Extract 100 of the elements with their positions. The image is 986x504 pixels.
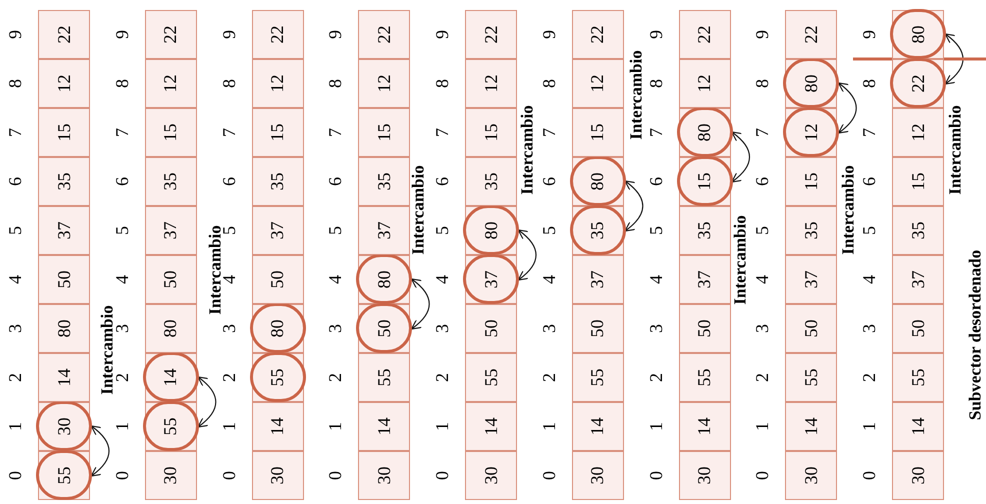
array-cell xyxy=(465,451,517,500)
index-label: 0 xyxy=(860,471,878,480)
cell-value: 15 xyxy=(52,124,74,142)
cell-value: 37 xyxy=(159,222,182,240)
index-label: 3 xyxy=(753,324,772,333)
array-cell xyxy=(785,206,838,255)
cell-value: 37 xyxy=(266,222,288,240)
index-label: 6 xyxy=(433,177,451,186)
array-cell xyxy=(892,108,944,157)
cell-value: 37 xyxy=(800,270,822,288)
cell-value: 30 xyxy=(372,466,395,484)
cell-value: 55 xyxy=(586,368,608,386)
cell-value: 37 xyxy=(586,270,608,288)
cell-value: 12 xyxy=(266,74,288,92)
cell-value: 15 xyxy=(693,172,715,190)
array-cell xyxy=(892,255,944,304)
cell-value: 15 xyxy=(480,124,502,142)
cell-value: 80 xyxy=(693,124,715,142)
cell-value: 22 xyxy=(693,26,715,44)
cell-value: 12 xyxy=(586,74,608,92)
index-label: 6 xyxy=(326,177,344,186)
index-label: 9 xyxy=(112,30,131,39)
array-cell xyxy=(252,157,304,206)
array-cell xyxy=(252,255,304,304)
cell-value: 12 xyxy=(906,124,928,142)
cell-value: 50 xyxy=(266,270,288,288)
index-label: 7 xyxy=(6,128,24,137)
array-cell xyxy=(892,353,944,402)
cell-value: 80 xyxy=(480,222,502,240)
index-label: 9 xyxy=(860,30,878,39)
cell-value: 22 xyxy=(372,26,395,44)
swap-label: Intercambio xyxy=(628,50,644,140)
cell-value: 30 xyxy=(906,466,928,484)
array-cell xyxy=(144,206,197,255)
index-label: 6 xyxy=(860,177,878,186)
index-label: 2 xyxy=(433,373,451,382)
index-label: 2 xyxy=(646,373,664,382)
swap-arrow xyxy=(731,131,750,183)
cell-value: 80 xyxy=(266,320,288,338)
cell-value: 50 xyxy=(159,270,182,288)
index-label: 4 xyxy=(540,275,558,284)
index-label: 7 xyxy=(646,128,664,137)
array-cell xyxy=(358,10,410,59)
index-label: 7 xyxy=(860,128,878,137)
cell-value: 55 xyxy=(159,418,182,436)
array-cell xyxy=(678,59,730,108)
array-cell xyxy=(144,108,197,157)
index-label: 5 xyxy=(646,226,664,235)
cell-value: 22 xyxy=(906,74,928,92)
array-cell xyxy=(144,451,197,500)
array-cell xyxy=(252,206,304,255)
array-cell xyxy=(678,206,730,255)
index-label: 9 xyxy=(646,30,664,39)
cell-value: 30 xyxy=(693,466,715,484)
array-cell xyxy=(38,206,90,255)
array-cell xyxy=(785,402,838,451)
cell-value: 14 xyxy=(266,418,288,436)
cell-value: 50 xyxy=(906,320,928,338)
cell-value: 35 xyxy=(159,172,182,190)
cell-value: 12 xyxy=(52,74,74,92)
array-cell xyxy=(144,59,197,108)
swap-label: Intercambio xyxy=(840,165,856,255)
array-cell xyxy=(678,255,730,304)
cell-value: 15 xyxy=(372,124,395,142)
index-label: 6 xyxy=(112,177,131,186)
array-cell xyxy=(572,59,624,108)
swap-label: Intercambio xyxy=(732,215,748,305)
index-label: 0 xyxy=(220,471,238,480)
cell-value: 30 xyxy=(480,466,502,484)
array-cell xyxy=(572,108,624,157)
cell-value: 14 xyxy=(586,418,608,436)
array-cell xyxy=(358,157,410,206)
index-label: 5 xyxy=(326,226,344,235)
cell-value: 35 xyxy=(372,172,395,190)
index-label: 2 xyxy=(540,373,558,382)
array-cell xyxy=(38,157,90,206)
cell-value: 35 xyxy=(52,172,74,190)
index-label: 7 xyxy=(326,128,344,137)
array-cell xyxy=(38,10,90,59)
array-cell xyxy=(892,451,944,500)
array-cell xyxy=(144,304,197,353)
index-label: 5 xyxy=(860,226,878,235)
index-label: 2 xyxy=(860,373,878,382)
array-cell xyxy=(785,304,838,353)
index-label: 1 xyxy=(860,422,878,431)
array-cell xyxy=(785,353,838,402)
index-label: 6 xyxy=(540,177,558,186)
index-label: 9 xyxy=(6,30,24,39)
swap-arrow xyxy=(624,180,644,232)
cell-value: 55 xyxy=(906,368,928,386)
array-cell xyxy=(572,255,624,304)
array-cell xyxy=(144,255,197,304)
index-label: 2 xyxy=(753,373,772,382)
array-cell xyxy=(358,108,410,157)
index-label: 4 xyxy=(646,275,664,284)
cell-value: 35 xyxy=(266,172,288,190)
index-label: 0 xyxy=(112,471,131,480)
swap-label: Intercambio xyxy=(410,165,426,255)
cell-value: 37 xyxy=(52,222,74,240)
index-label: 1 xyxy=(112,422,131,431)
